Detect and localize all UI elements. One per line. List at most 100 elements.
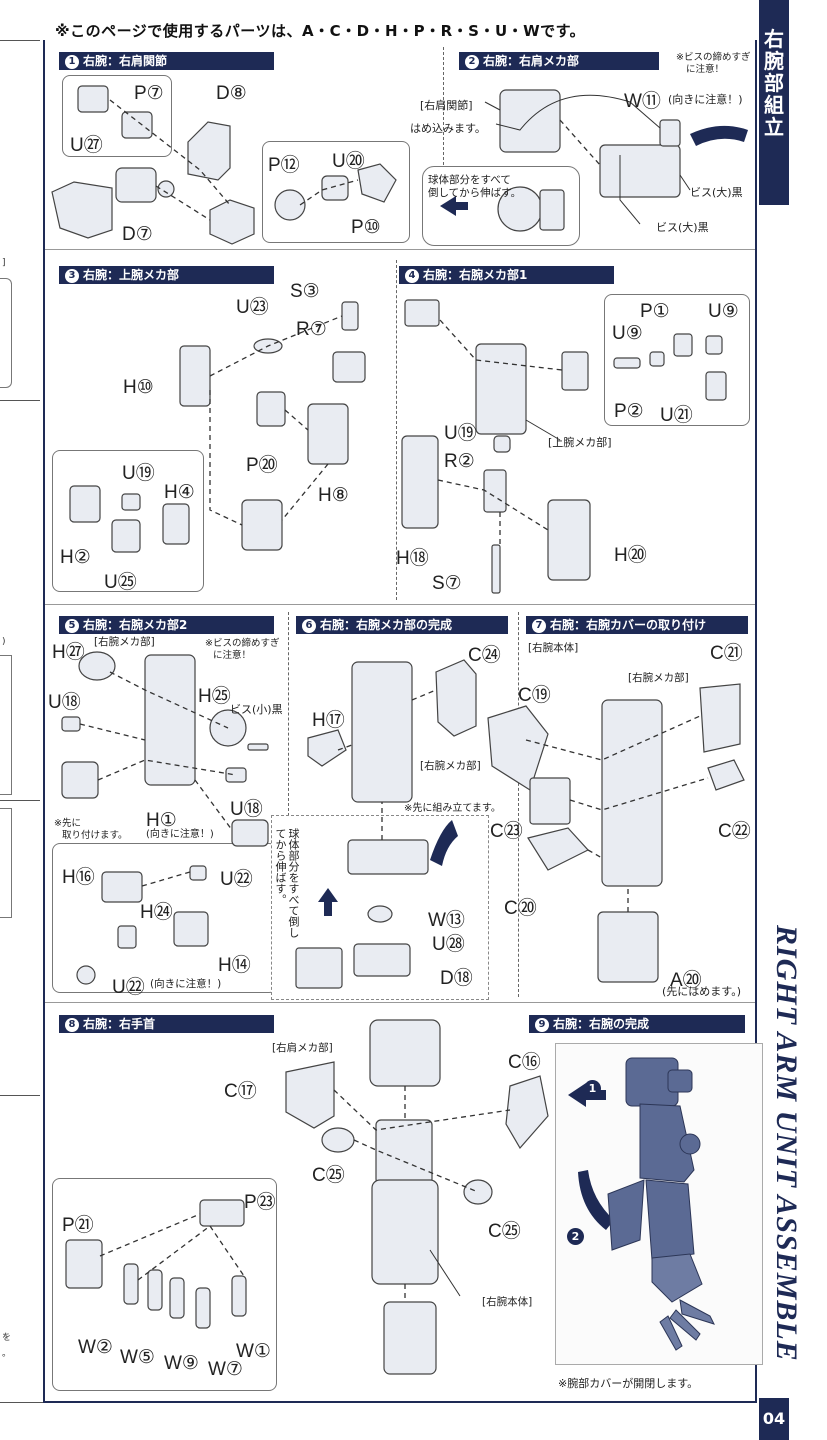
label-h17: H⑰ [312,710,345,731]
label-c25: C㉕ [488,1221,521,1242]
attach-first-note: 取り付けます。 [62,830,128,841]
label-w5: W⑤ [120,1347,155,1368]
label-d7: D⑦ [122,224,153,245]
edge-bracket [0,278,12,388]
label-h10: H⑩ [123,377,154,398]
ball-extend-note: 球体部分をすべて [428,174,511,186]
label-u28: U㉘ [432,934,465,955]
parts-used-header: ※このページで使用するパーツは、A・C・D・H・P・R・S・U・Wです。 [55,22,586,40]
section-divider [45,604,755,605]
step-separator [443,47,444,245]
label-u19: U⑲ [122,463,155,484]
edge-rule [0,40,40,41]
label-h27: H㉗ [52,642,85,663]
attach-first-note: ※先に [54,818,81,829]
label-u9: U⑨ [708,301,739,322]
ball-extend-note-vertical: 球体部分をすべて倒してから伸ばす。 [274,828,300,938]
label-h2: H② [60,547,91,568]
label-c17: C⑰ [224,1081,257,1102]
section-divider [45,1002,755,1003]
label-c20: C⑳ [504,898,537,919]
label-c23: C㉓ [490,821,523,842]
label-p20: P⑳ [246,455,278,476]
step-separator [396,260,397,600]
side-tab: 右 腕 部 組 立 RIGHT ARM UNIT ASSEMBLE 04 [759,0,827,1440]
label-screw-small: ビス(小)黒 [230,703,283,716]
edge-bracket [0,655,12,795]
edge-rule [0,800,40,801]
step-number: 9 [535,1018,549,1032]
side-title-vertical: 右 腕 部 組 立 [762,28,786,138]
label-u27: U㉗ [70,135,103,156]
label-c24: C㉔ [468,645,501,666]
label-shoulder-mech: [右肩メカ部] [272,1042,333,1054]
label-u19: U⑲ [444,423,477,444]
side-title-bar: 右 腕 部 組 立 [759,0,789,205]
label-h14: H⑭ [218,955,251,976]
ball-extend-note: 倒してから伸ばす。 [428,187,522,199]
label-u22: U㉒ [220,869,253,890]
label-p23: P㉓ [244,1192,276,1213]
side-title-char: 部 [764,71,784,95]
label-u18: U⑱ [230,799,263,820]
edge-rule [0,1402,43,1403]
step-number: 5 [65,619,79,633]
step-number: 2 [465,55,479,69]
label-r2: R② [444,451,475,472]
step-title: 右腕：上腕メカ部 [83,268,180,282]
label-upper-arm-mech: [上腕メカ部] [548,436,612,449]
label-u22: U㉒ [112,977,145,998]
label-c22: C㉒ [718,821,751,842]
fit-first-note: (先にはめます。) [662,985,741,998]
label-p1: P① [640,301,670,322]
label-u20: U⑳ [332,151,365,172]
label-shoulder-joint: [右肩関節] [420,99,473,112]
label-h8: H⑧ [318,485,349,506]
label-h4: H④ [164,482,195,503]
fit-in-note: はめ込みます。 [410,122,486,135]
step-title: 右腕：右腕の完成 [553,1017,650,1031]
label-h24: H㉔ [140,902,173,923]
label-p21: P㉑ [62,1215,94,1236]
step-title: 右腕：右腕カバーの取り付け [550,618,707,632]
label-arm-mech: [右腕メカ部] [628,672,689,684]
step-badge-2: 2 [567,1228,584,1245]
step-number: 3 [65,269,79,283]
page-number: 04 [759,1398,789,1440]
screw-caution-note: ※ビスの締めすぎ [205,638,280,649]
side-title-char: 立 [764,115,784,139]
label-r7: R⑦ [296,319,327,340]
step-separator [518,612,519,997]
step-title: 右腕：右手首 [83,1017,156,1031]
label-h1: H① [146,810,177,831]
label-c25: C㉕ [312,1165,345,1186]
section-divider [45,249,755,250]
side-english-title: RIGHT ARM UNIT ASSEMBLE [770,925,803,1362]
screw-caution-note: に注意！ [686,64,725,75]
label-screw-large: ビス(大)黒 [690,186,743,199]
edge-fragment: 。 [2,1349,12,1359]
label-u18: U⑱ [48,692,81,713]
label-u9: U⑨ [612,323,643,344]
step-title: 右腕：右腕メカ部の完成 [320,618,453,632]
step-title: 右腕：右腕メカ部1 [423,268,528,282]
step-number: 1 [65,55,79,69]
orientation-note: (向きに注意！) [668,93,743,106]
left-page-edge: ] ) を 。 [0,0,43,1440]
label-w9: W⑨ [164,1353,199,1374]
edge-fragment: ) [2,637,6,647]
orientation-note: (向きに注意！) [150,978,222,990]
step-separator [288,612,289,997]
label-arm-body: [右腕本体] [528,642,579,654]
step-title: 右腕：右肩メカ部 [483,54,580,68]
orientation-note: (向きに注意！) [146,829,214,840]
label-c21: C㉑ [710,643,743,664]
label-p2: P② [614,401,644,422]
label-c16: C⑯ [508,1052,541,1073]
label-w2: W② [78,1337,113,1358]
